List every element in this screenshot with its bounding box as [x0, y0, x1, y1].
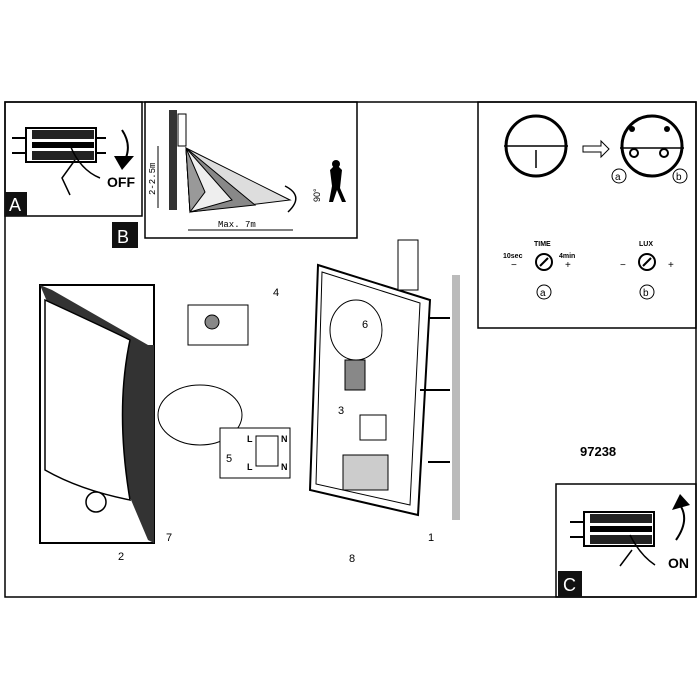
time-minus: −	[511, 260, 517, 271]
step-1: 1	[428, 532, 434, 544]
wall	[169, 110, 177, 210]
panel-c-label: C	[563, 575, 576, 595]
terminal-l-top: L	[247, 434, 253, 444]
person-icon	[329, 164, 346, 202]
lux-title: LUX	[639, 241, 653, 248]
mounting-plate	[308, 239, 460, 520]
time-plus: +	[565, 260, 571, 271]
bulb-icon	[329, 299, 383, 361]
panel-b-label-box	[112, 222, 138, 248]
off-label: OFF	[107, 174, 135, 190]
terminal-block: L N L N	[219, 427, 291, 479]
terminal-n-top: N	[281, 434, 288, 444]
panel-c: ON C	[555, 483, 697, 598]
step-4: 4	[273, 287, 279, 299]
angle-label: 90°	[312, 188, 322, 202]
height-label: 2-2.5m	[148, 163, 158, 195]
time-max: 4min	[559, 253, 575, 260]
settings-panel: a b TIME 10sec 4min − + a LUX − + b	[477, 101, 697, 329]
step-8: 8	[349, 553, 355, 565]
time-title: TIME	[534, 241, 551, 248]
breaker-icon	[12, 127, 106, 163]
hand-icon	[61, 144, 101, 196]
marker-a: a	[615, 172, 621, 183]
on-label: ON	[668, 555, 689, 571]
wall	[452, 275, 460, 520]
screw-plug-icon	[397, 239, 419, 291]
lux-minus: −	[620, 260, 626, 271]
range-label: Max. 7m	[218, 220, 256, 230]
lamp-front	[39, 284, 155, 544]
lux-dial[interactable]	[638, 253, 656, 271]
hand-icon	[619, 534, 656, 567]
marker-b: b	[676, 172, 682, 183]
arrow-right-icon	[582, 139, 610, 159]
panel-a: OFF A	[4, 101, 143, 217]
sensor-open-icon	[620, 114, 684, 178]
lux-marker: b	[643, 288, 649, 299]
terminal-l-bottom: L	[247, 462, 253, 472]
step-6: 6	[362, 319, 368, 331]
step-5: 5	[226, 453, 232, 465]
step-7: 7	[166, 532, 172, 544]
step-2: 2	[118, 551, 124, 563]
product-number: 97238	[580, 444, 616, 459]
time-dial[interactable]	[535, 253, 553, 271]
panel-b-label: B	[117, 227, 129, 247]
panel-a-label: A	[9, 195, 21, 215]
arrow-up-icon	[675, 504, 686, 541]
step-3: 3	[338, 405, 344, 417]
arrow-down-icon	[121, 129, 129, 161]
terminal-n-bottom: N	[281, 462, 288, 472]
time-min: 10sec	[503, 253, 523, 260]
panel-b: 2-2.5m Max. 7m 90°	[144, 101, 358, 239]
time-marker: a	[540, 288, 546, 299]
breaker-icon	[583, 511, 655, 547]
lux-plus: +	[668, 260, 674, 271]
